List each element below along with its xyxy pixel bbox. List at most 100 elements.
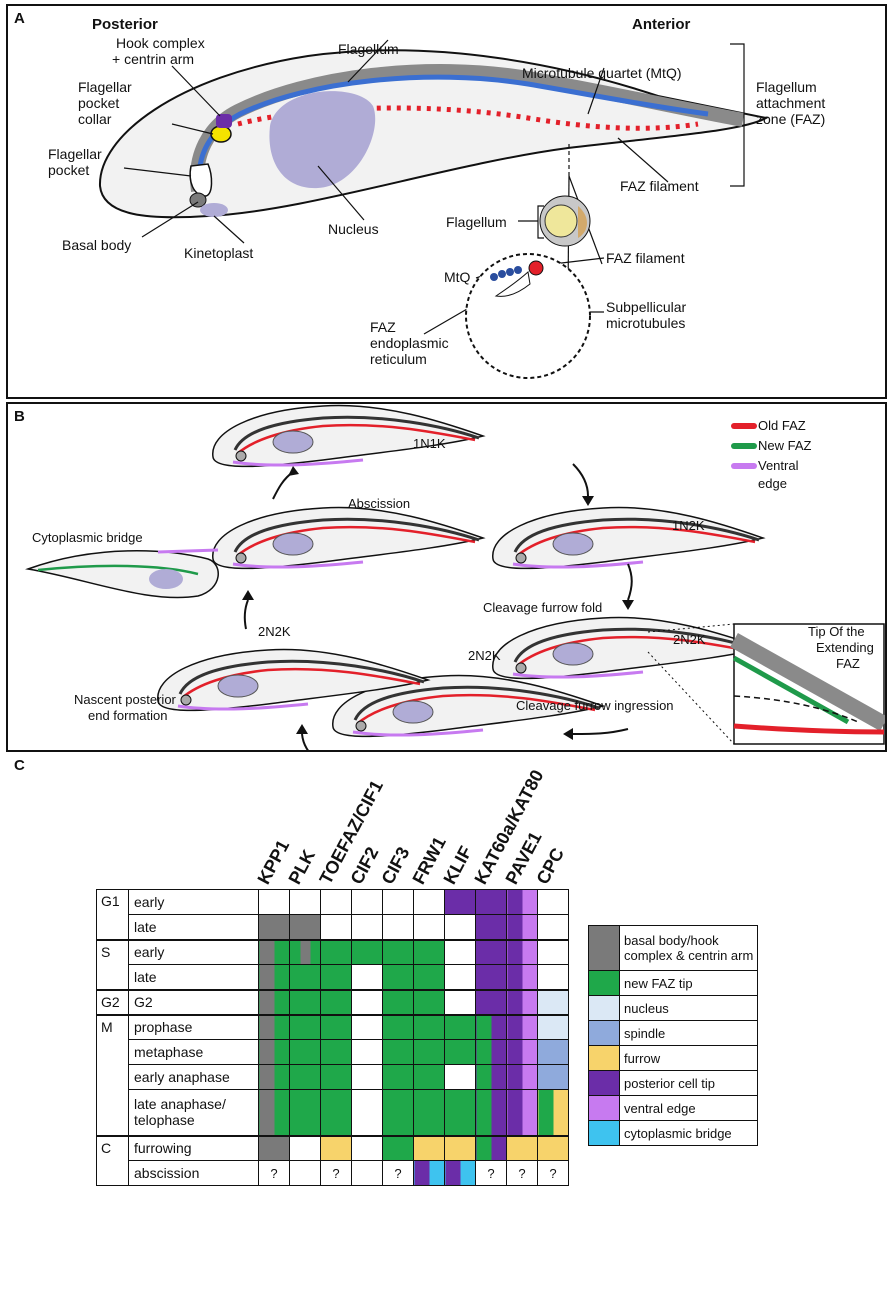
localization-cell [475,1039,507,1065]
legend-old-faz: Old FAZ [758,418,806,433]
localization-cell [258,988,290,1015]
legend-text: new FAZ tip [624,975,693,991]
label-nucleus: Nucleus [328,221,379,237]
label-inset-mtq: MtQ [444,269,471,285]
localization-cell [382,988,414,1015]
localization-cell: ? [258,1160,290,1186]
pocket-collar-shape [210,125,232,143]
label-tip: FAZ [836,656,860,671]
label-2n2k: 2N2K [468,648,501,663]
panel-a-label: A [14,10,25,27]
inset-faz-filament [528,260,544,276]
localization-cell [506,1134,538,1161]
legend-label: new FAZ tip [618,970,759,996]
kinetoplast-shape [200,203,228,217]
label-faz: Flagellum [756,79,817,95]
stage-label: early anaphase [128,1064,259,1090]
table-row: abscission?????? [97,1160,569,1186]
localization-cell [506,1089,538,1136]
localization-cell [351,1160,383,1186]
label-mtq: Microtubule quartet (MtQ) [522,65,682,81]
label-tip: Extending [816,640,874,655]
inset-mtq [490,273,498,281]
label-anterior: Anterior [632,16,691,33]
localization-cell [475,1064,507,1090]
table-row: late [97,964,569,990]
localization-cell [289,1013,321,1040]
basal-body-shape [189,192,207,208]
zoom-inset-furrow [733,695,859,723]
legend-swatch [588,995,620,1021]
localization-cell [289,964,321,990]
localization-cell [537,889,569,915]
label-cyto-bridge: Cytoplasmic bridge [32,530,143,545]
localization-cell [258,964,290,990]
localization-cell [475,988,507,1015]
localization-cell [382,1039,414,1065]
localization-cell [413,889,445,915]
localization-cell [258,1039,290,1065]
label-basal-body: Basal body [62,237,131,253]
localization-cell [413,1160,445,1186]
panel-c-label: C [14,757,25,774]
localization-cell [320,1089,352,1136]
stage-label: prophase [128,1013,259,1040]
localization-cell [320,1064,352,1090]
localization-cell [537,1089,569,1136]
label-abscission: Abscission [348,496,410,511]
localization-cell [537,914,569,940]
localization-cell [506,1064,538,1090]
localization-cell [475,1013,507,1040]
localization-cell [289,889,321,915]
localization-cell [258,914,290,940]
localization-cell [382,964,414,990]
localization-cell [506,964,538,990]
localization-cell [506,938,538,965]
legend-swatch [588,1070,620,1096]
panel-b: B [6,402,888,760]
label-nascent: Nascent posterior [74,692,177,707]
localization-cell [258,889,290,915]
panel-a: A [6,4,887,399]
label-subpellicular: microtubules [606,315,685,331]
localization-cell [351,1013,383,1040]
localization-cell [506,889,538,915]
label-pocket: pocket [48,162,89,178]
label-collar: collar [78,111,112,127]
localization-cell [537,938,569,965]
localization-cell [382,889,414,915]
localization-cell [289,1134,321,1161]
localization-cell [351,1039,383,1065]
localization-cell [413,1134,445,1161]
table-row: early anaphase [97,1064,569,1090]
label-er: endoplasmic [370,335,449,351]
zoom-line [647,623,735,633]
panel-b-label: B [14,408,25,425]
legend-row: spindle [588,1020,759,1046]
stage-label: late [128,964,259,990]
localization-cell: ? [475,1160,507,1186]
zoom-inset-new-faz [732,655,850,725]
label-nascent: end formation [88,708,168,723]
stage-label: late anaphase/ telophase [128,1089,259,1136]
legend-text: posterior cell tip [624,1075,716,1091]
localization-cell [537,1013,569,1040]
label-flagellum: Flagellum [338,41,399,57]
legend-swatch [588,970,620,996]
localization-cell [506,1039,538,1065]
localization-cell [382,938,414,965]
stage-label: furrowing [128,1134,259,1161]
legend-swatch [588,1120,620,1146]
nucleus-shape [269,91,376,189]
daughter-new-faz [37,564,199,576]
table-row: metaphase [97,1039,569,1065]
zoom-inset-flagellum [730,633,888,731]
legend-row: posterior cell tip [588,1070,759,1096]
localization-cell [351,964,383,990]
label-fold: Cleavage furrow fold [483,600,602,615]
stage-label: abscission [128,1160,259,1186]
localization-cell [506,914,538,940]
